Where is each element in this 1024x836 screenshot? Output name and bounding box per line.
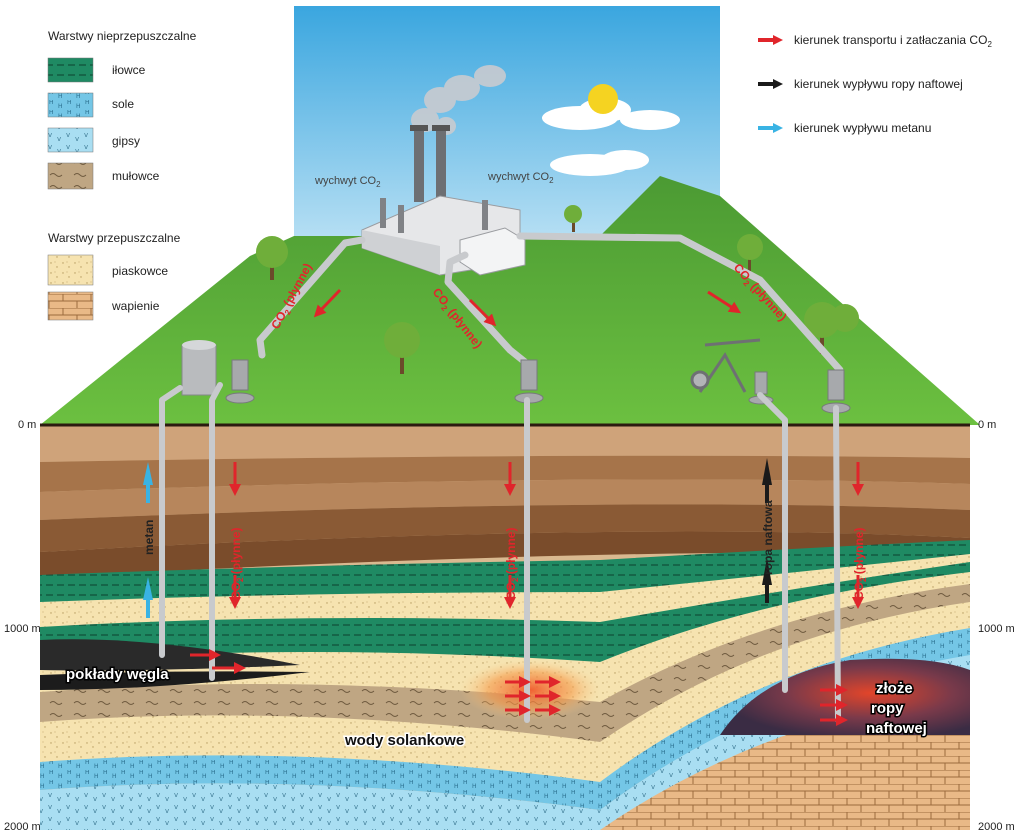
arrow-legend-methane: kierunek wypływu metanu [758, 121, 931, 135]
surface-pipes [256, 232, 844, 374]
depth-label-2000m-left: 2000 m [4, 821, 41, 833]
depth-label-0m-left: 0 m [18, 419, 36, 431]
co2-liquid-label-shaft-oil: CO2 (płynne) [852, 528, 868, 600]
layer-clay-upper [40, 540, 970, 602]
legend-permeable: Warstwy przepuszczalne piaskowce wapieni… [47, 231, 181, 321]
capture-label-left: wychwyt CO2 [314, 175, 381, 189]
legend-item-sole: sole [112, 97, 134, 111]
oil-arrows [762, 458, 772, 603]
capture-label-right: wychwyt CO2 [487, 171, 554, 185]
methane-arrows [143, 462, 153, 618]
legend-item-wapienie: wapienie [111, 299, 160, 313]
layer-sandstone-upper [40, 552, 970, 627]
arrow-legend: kierunek transportu i zatłaczania CO2 ki… [758, 33, 992, 135]
svg-text:kierunek wypływu metanu: kierunek wypływu metanu [794, 121, 931, 135]
legend-item-ilowce: iłowce [112, 63, 146, 77]
depth-label-1000m-right: 1000 m [978, 623, 1015, 635]
arrow-legend-oil: kierunek wypływu ropy naftowej [758, 77, 963, 91]
brine-label: wody solankowe [344, 732, 464, 749]
legend-item-piaskowce: piaskowce [112, 264, 168, 278]
legend-impermeable: Warstwy nieprzepuszczalne iłowce sole gi… [47, 29, 197, 190]
layer-mudstone-mid [40, 582, 970, 742]
co2-liquid-label-shaft-coal: CO2 (płynne) [229, 528, 245, 600]
oil-deposit-label-3: naftowej [866, 720, 927, 737]
tree-icon [256, 205, 859, 374]
oil-deposit-label-2: ropy [871, 700, 904, 717]
oil-reservoir [720, 658, 970, 735]
well-shafts [159, 382, 841, 723]
legend-permeable-title: Warstwy przepuszczalne [48, 231, 181, 245]
co2-liquid-label-shaft-brine: CO2 (płynne) [504, 528, 520, 600]
arrow-legend-co2: kierunek transportu i zatłaczania CO2 [758, 33, 992, 49]
storage-tank [181, 340, 217, 396]
layer-sandstone-brine [40, 570, 970, 702]
pump-jack-icon [690, 338, 761, 393]
methane-label: metan [142, 520, 156, 555]
legend-item-gipsy: gipsy [112, 134, 140, 148]
surface-brown-layers [40, 423, 970, 578]
layer-gypsum-bottom [40, 650, 970, 830]
layer-sandstone-lower [40, 600, 970, 782]
svg-text:kierunek transportu i zatłacz: kierunek transportu i zatłaczania CO2 [794, 33, 992, 49]
layer-clay-lower [40, 560, 970, 662]
co2-arrows [190, 288, 864, 726]
sun-icon [588, 84, 618, 114]
capture-plant [361, 125, 526, 276]
legend-impermeable-title: Warstwy nieprzepuszczalne [48, 29, 197, 43]
depth-label-0m-right: 0 m [978, 419, 996, 431]
oil-deposit-label-1: złoże [876, 680, 913, 697]
svg-text:kierunek wypływu ropy naftowe: kierunek wypływu ropy naftowej [794, 77, 963, 91]
depth-label-1000m-left: 1000 m [4, 623, 41, 635]
coal-seams-label: pokłady węgla [66, 666, 169, 683]
wellhead-icon [225, 359, 851, 414]
depth-label-2000m-right: 2000 m [978, 821, 1015, 833]
layer-salt-lower [40, 625, 970, 810]
legend-item-mulowce: mułowce [112, 169, 160, 183]
oil-flow-label: ropa naftowa [761, 500, 775, 575]
